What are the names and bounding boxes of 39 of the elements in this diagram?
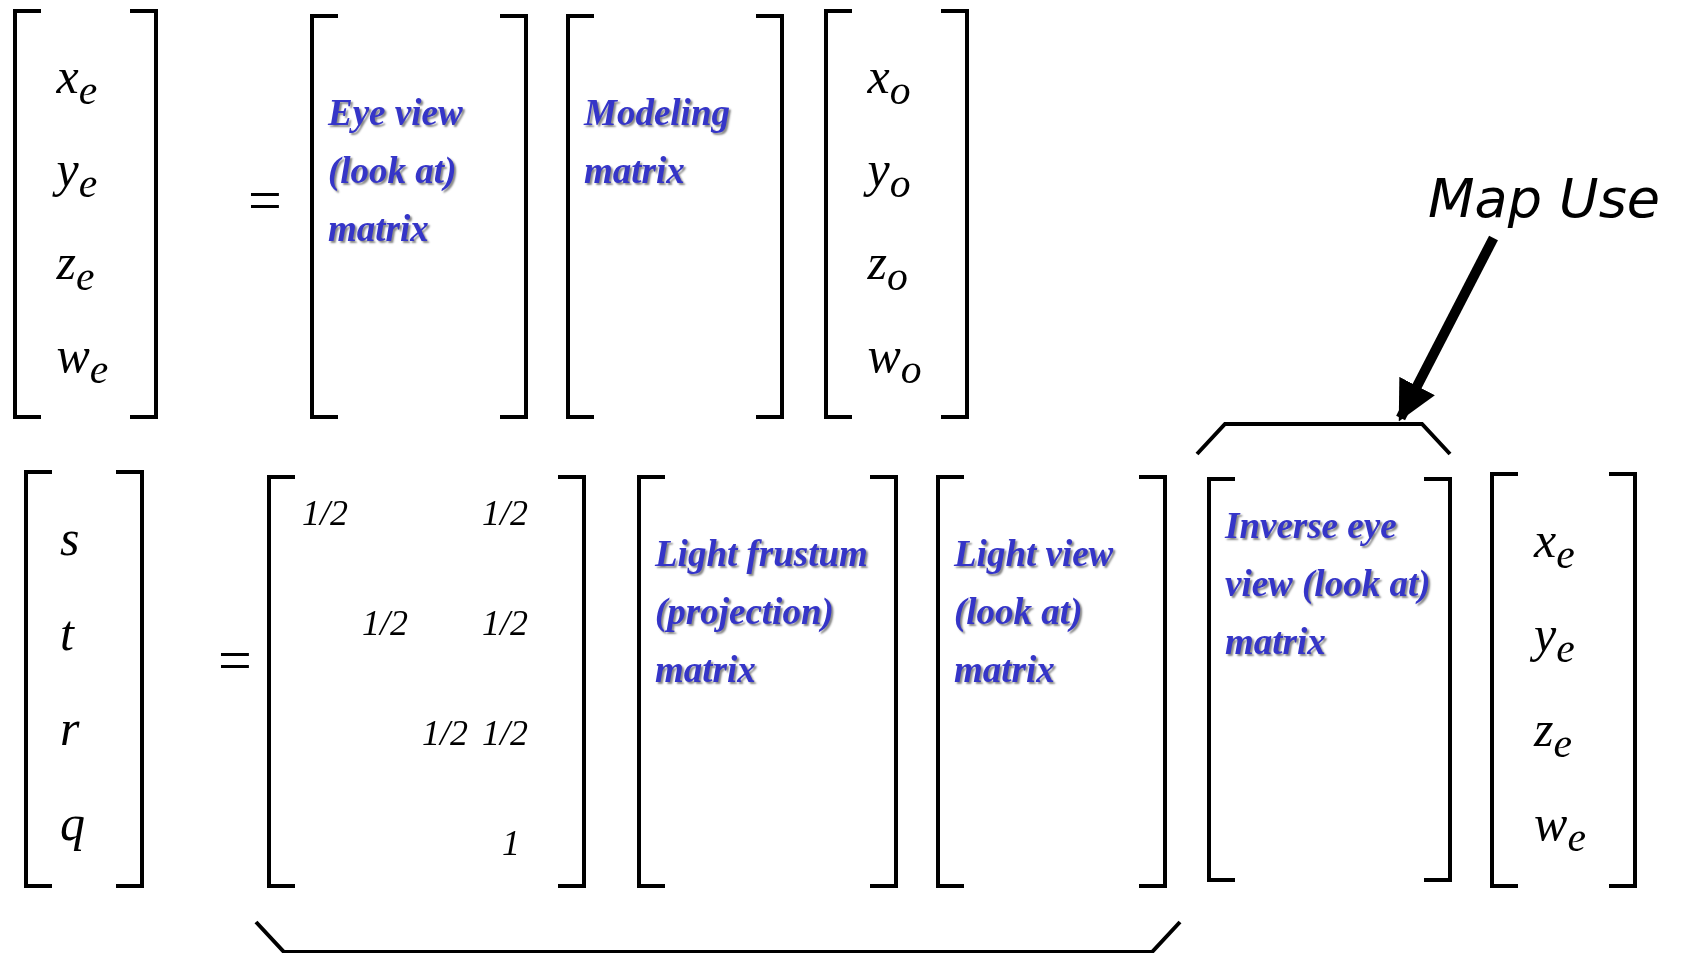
vector-entry: x$_{o}$ (867, 50, 911, 112)
callout-text: Map Use (1428, 172, 1690, 238)
vector-entry: z$_{e}$ (1534, 703, 1573, 765)
column-vector (13, 9, 158, 419)
matrix-label: Inverse eye view (look at) matrix (1225, 504, 1432, 664)
vector-entry: s (60, 512, 80, 563)
vector-entry: x$_{e}$ (1534, 514, 1575, 576)
matrix-entry: 1/2 (362, 605, 408, 641)
matrix-entry: 1 (502, 825, 520, 861)
matrix-label: Light view (look at) matrix (954, 532, 1115, 692)
matrix-entry: 1/2 (302, 495, 348, 531)
matrix (936, 475, 1167, 888)
matrix-label: Eye view (look at) matrix (328, 91, 464, 251)
vector-entry: z$_{e}$ (56, 237, 95, 298)
matrix-label: Light frustum (projection) matrix (655, 532, 869, 692)
matrix-entry: 1/2 (482, 495, 528, 531)
vector-entry: t (60, 607, 74, 658)
matrix (1207, 477, 1452, 882)
vector-entry: r (60, 702, 80, 753)
matrix (566, 14, 784, 419)
vector-entry: w$_{e}$ (56, 330, 109, 392)
matrix (310, 14, 528, 419)
arrow (1396, 235, 1498, 422)
matrix-entry: 1/2 (482, 605, 528, 641)
vector-entry: w$_{e}$ (1534, 798, 1586, 859)
bracket (1195, 422, 1452, 456)
matrix (637, 475, 898, 888)
matrix-entry: 1/2 (482, 715, 528, 751)
column-vector (1490, 472, 1637, 888)
matrix (267, 475, 586, 888)
vector-entry: x$_{e}$ (56, 50, 98, 112)
column-vector (824, 9, 969, 419)
equals-sign: = (218, 630, 252, 690)
column-vector (24, 470, 144, 888)
equals-sign: = (248, 170, 282, 230)
vector-entry: z$_{o}$ (867, 237, 908, 298)
vector-entry: w$_{o}$ (867, 330, 922, 392)
matrix-label: Modeling matrix (584, 91, 731, 193)
matrix-entry: 1/2 (422, 715, 468, 751)
